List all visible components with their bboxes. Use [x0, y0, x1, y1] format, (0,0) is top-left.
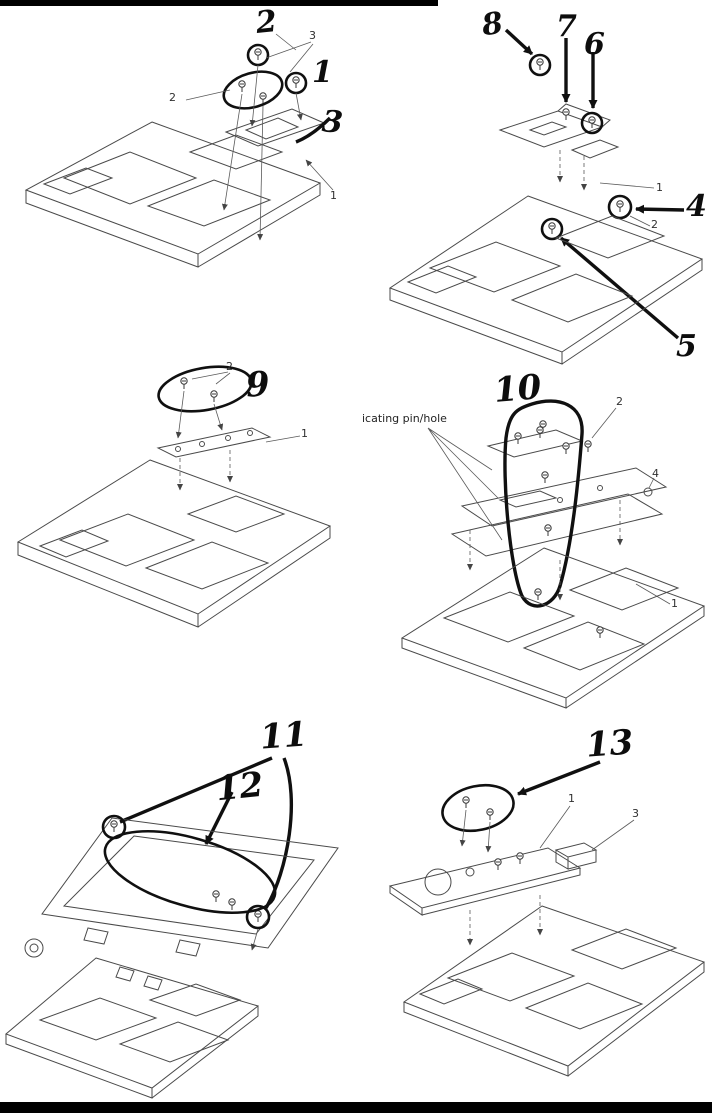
callout-ellipse	[441, 783, 515, 833]
panel-4-art	[400, 399, 706, 709]
callout-circle	[245, 904, 271, 930]
annotation-arrow	[635, 204, 685, 214]
callout-number-small: 1	[671, 597, 678, 610]
callout-circle	[580, 111, 604, 135]
scan-artifact-top-bar	[0, 0, 438, 6]
callout-number-small: 2	[169, 91, 176, 104]
callout-number-large: 1	[312, 55, 333, 90]
callout-number-small: 2	[616, 395, 623, 408]
panel-2-art	[388, 28, 704, 365]
callout-ellipse	[157, 365, 253, 413]
callout-ellipse	[103, 829, 277, 915]
annotation-stroke	[119, 756, 273, 824]
callout-number-small: 3	[309, 29, 316, 42]
callout-number-large: 7	[556, 9, 577, 44]
annotation-stroke	[295, 116, 332, 144]
callout-ellipse	[222, 70, 284, 110]
annotation-stroke	[264, 757, 294, 909]
callout-number-large: 4	[686, 189, 707, 224]
annotation-arrow	[504, 28, 534, 56]
callout-circle	[528, 53, 552, 77]
panel-3-art	[16, 365, 332, 628]
annotation-arrow	[559, 236, 680, 340]
exploded-bracket	[156, 427, 272, 458]
annotation-arrow	[517, 760, 601, 796]
exploded-board	[450, 493, 664, 557]
callout-circle	[607, 194, 633, 220]
annotation-arrow	[204, 791, 234, 845]
callout-circle	[540, 217, 564, 241]
annotation-text: icating pin/hole	[362, 412, 447, 425]
callout-number-large: 5	[676, 329, 697, 364]
callout-loop	[503, 399, 584, 608]
callout-number-small: 1	[656, 181, 663, 194]
callout-number-small: 1	[568, 792, 575, 805]
panel-6-art	[388, 760, 706, 1077]
callout-number-small: 4	[652, 467, 659, 480]
callout-number-small: 2	[226, 360, 233, 373]
callout-number-small: 2	[651, 218, 658, 231]
display-panel	[41, 817, 339, 949]
panel-1-art	[24, 33, 334, 268]
callout-number-small: 1	[330, 189, 337, 202]
callout-number-large: 13	[584, 722, 635, 766]
scan-artifact-bottom-bar	[0, 1102, 712, 1113]
panel-5-art	[5, 756, 339, 1099]
callout-number-small: 3	[632, 807, 639, 820]
callout-number-small: 1	[301, 427, 308, 440]
callout-number-large: 6	[584, 27, 605, 62]
